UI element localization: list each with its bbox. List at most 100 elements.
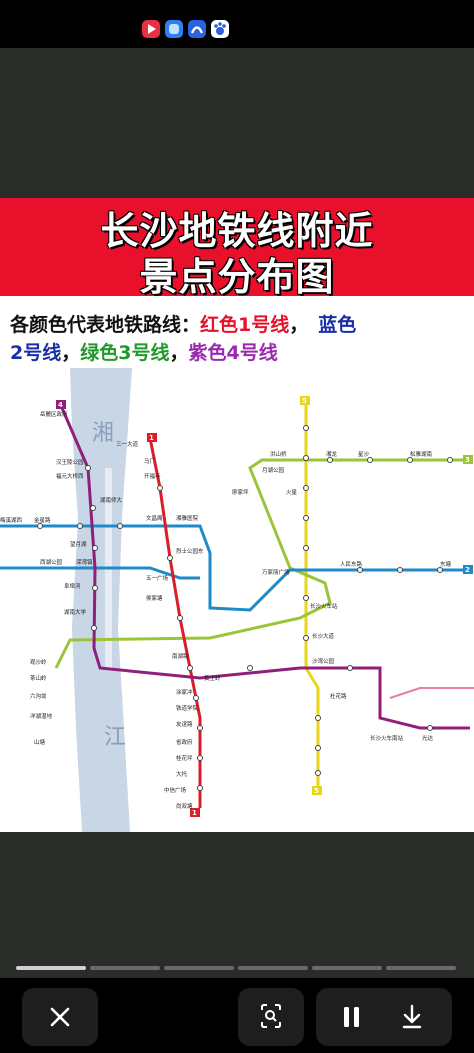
station-label: 万家丽广场 <box>262 568 290 576</box>
station-label: 茶山岭 <box>30 674 47 682</box>
river-char-1: 湘 <box>92 421 114 446</box>
station-label: 侯家塘 <box>146 594 163 602</box>
badge-5: 5 <box>302 397 307 405</box>
station-label: 湖南大学 <box>64 608 87 616</box>
station-label: 洋湖湿地 <box>30 712 53 720</box>
line-2-west <box>0 566 200 580</box>
title-line-2: 景点分布图 <box>139 255 335 299</box>
station-label: 湖南师大 <box>100 496 123 504</box>
station-label: 马厂 <box>144 457 156 465</box>
station-label: 烈士公园东 <box>176 547 204 555</box>
badge-4: 4 <box>58 401 63 409</box>
legend-red: 红色1号线 <box>200 314 290 336</box>
badge-3: 3 <box>465 456 470 464</box>
media-controls <box>316 988 452 1046</box>
station-label: 西湖公园 <box>40 558 63 566</box>
line-5 <box>304 398 320 788</box>
slide-progress-3 <box>164 966 234 970</box>
station-label: 长沙火车南站 <box>370 734 404 742</box>
legend-line-2: 2号线，绿色3号线，紫色4号线 <box>10 338 278 365</box>
station-label: 中信广场 <box>164 786 187 794</box>
station-label: 省政府 <box>176 738 193 746</box>
metro-map: 湘 江 <box>0 368 474 832</box>
scan-icon <box>261 1004 281 1028</box>
badge-5-end: 5 <box>314 787 319 795</box>
station-label: 月湖公园 <box>262 466 285 474</box>
legend-green: 绿色3号线 <box>80 342 170 364</box>
slide-progress-1 <box>16 966 86 970</box>
station-label: 湘雅医院 <box>176 514 199 522</box>
slide-progress-2 <box>90 966 160 970</box>
line-2 <box>0 524 470 612</box>
station-label: 东塘 <box>440 560 452 568</box>
app-red-icon[interactable] <box>142 20 160 38</box>
line-3 <box>54 458 470 669</box>
station-label: 观沙岭 <box>30 658 47 666</box>
station-label: 松雅湖南 <box>410 450 433 458</box>
station-label: 洪山桥 <box>270 450 287 458</box>
station-label: 沙湾公园 <box>312 657 335 665</box>
line-1 <box>148 437 202 808</box>
pause-icon[interactable] <box>316 988 384 1046</box>
legend-comma: ， <box>289 314 309 336</box>
badge-1: 1 <box>149 434 154 442</box>
station-label: 金星路 <box>34 516 51 524</box>
image-card[interactable]: 长沙地铁线附近 景点分布图 各颜色代表地铁路线：红色1号线，蓝色 2号线，绿色3… <box>0 198 474 832</box>
slide-progress-4 <box>238 966 308 970</box>
station-dots <box>37 425 453 791</box>
station-label: 开福寺 <box>144 472 161 480</box>
station-label: 汉王陵公园 <box>56 458 84 466</box>
station-label: 杜花路 <box>330 692 347 700</box>
station-label: 三一大道 <box>116 440 139 448</box>
close-button[interactable] <box>22 988 98 1046</box>
app-blue2-icon[interactable] <box>188 20 206 38</box>
station-labels: 岳麓区政府 汉王陵公园 福元大桥西 三一大道 开福寺 马厂 文昌阁 烈士公园东 … <box>0 410 452 810</box>
badge-1-end: 1 <box>192 809 197 817</box>
legend-prefix: 各颜色代表地铁路线： <box>10 314 201 336</box>
app-baidu-icon[interactable] <box>211 20 229 38</box>
title-line-1: 长沙地铁线附近 <box>100 209 374 253</box>
app-blue-icon[interactable] <box>165 20 183 38</box>
station-label: 溁湾镇 <box>76 558 93 566</box>
line-6 <box>389 687 474 699</box>
slide-progress-5 <box>312 966 382 970</box>
legend-comma: ， <box>169 342 189 364</box>
slide-progress-6 <box>386 966 456 970</box>
legend-blue-1: 蓝色 <box>318 314 357 336</box>
station-label: 火星 <box>286 489 298 496</box>
station-label: 六沟垅 <box>30 692 47 700</box>
legend-line-1: 各颜色代表地铁路线：红色1号线， 蓝色 <box>10 310 356 337</box>
line-4 <box>60 407 470 730</box>
legend-blue-2: 2号线 <box>10 342 62 364</box>
station-label: 大托 <box>176 770 188 778</box>
station-label: 梅溪湖西 <box>0 516 23 524</box>
station-label: 友谊路 <box>176 720 193 728</box>
station-label: 尚双塘 <box>176 802 193 810</box>
station-label: 文昌阁 <box>146 514 163 522</box>
station-label: 南湖路 <box>172 652 189 660</box>
station-label: 福元大桥西 <box>56 472 84 480</box>
station-label: 五一广场 <box>146 574 169 582</box>
line-badges: 4 1 5 3 2 1 5 <box>56 396 473 817</box>
station-label: 黄土岭 <box>204 674 221 682</box>
download-icon[interactable] <box>384 988 452 1046</box>
legend-comma: ， <box>61 342 81 364</box>
station-label: 望月湖 <box>70 540 87 548</box>
close-icon <box>50 1007 70 1027</box>
station-label: 长沙大道 <box>312 632 335 640</box>
title-banner: 长沙地铁线附近 景点分布图 <box>0 198 474 299</box>
station-label: 阜埠河 <box>64 582 81 590</box>
river-char-2: 江 <box>104 725 126 750</box>
station-label: 湘龙 <box>326 450 338 458</box>
legend-purple: 紫色4号线 <box>188 342 278 364</box>
status-bar <box>0 0 474 48</box>
station-label: 光达 <box>422 734 434 742</box>
station-label: 星沙 <box>358 451 370 458</box>
station-label: 廖家坪 <box>232 488 249 496</box>
station-label: 岳麓区政府 <box>40 410 68 418</box>
station-label: 桂花坪 <box>176 754 193 762</box>
scan-button[interactable] <box>238 988 304 1046</box>
station-label: 长沙火车站 <box>310 602 338 610</box>
station-label: 涂家冲 <box>176 688 193 696</box>
